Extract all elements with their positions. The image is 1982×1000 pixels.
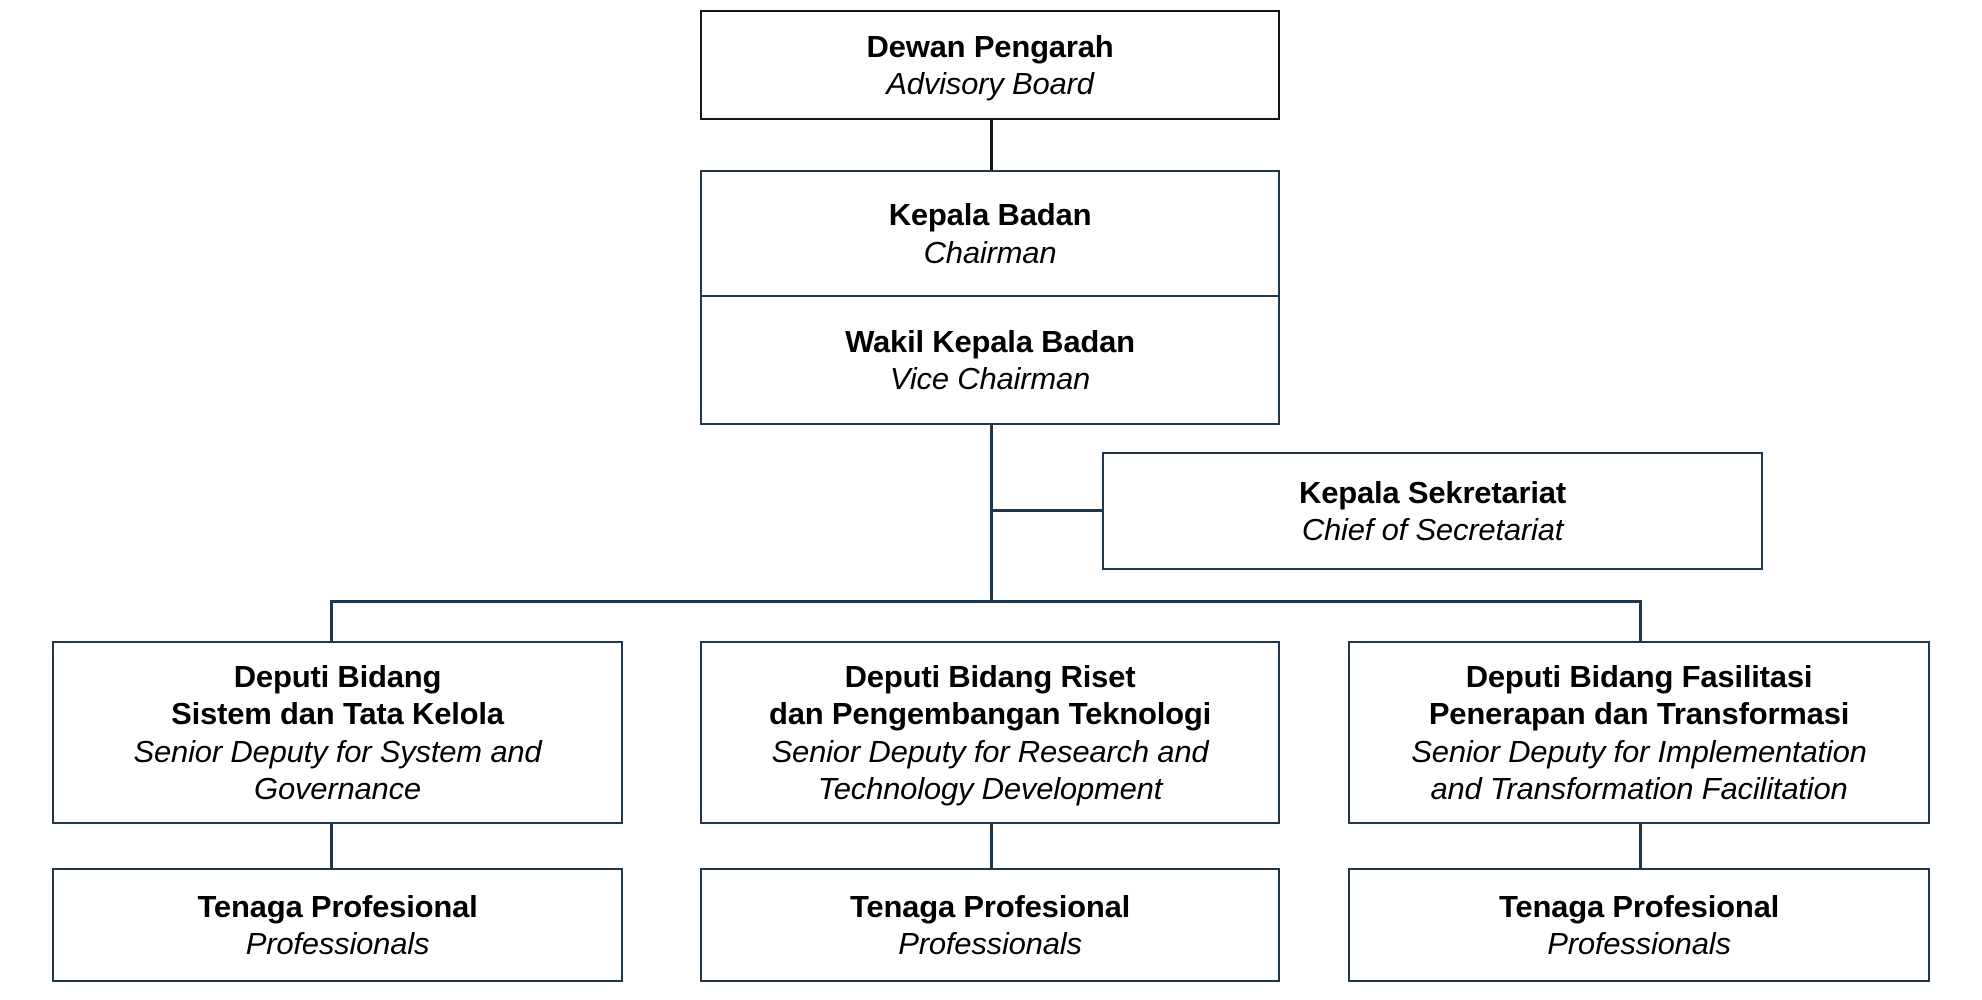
connector-deputy-2-to-professionals: [990, 823, 993, 869]
node-professionals-2[interactable]: Tenaga Profesional Professionals: [700, 868, 1280, 982]
node-deputy-3-title-en: Senior Deputy for Implementation and Tra…: [1411, 733, 1867, 806]
node-professionals-3-title-id: Tenaga Profesional: [1498, 888, 1780, 924]
node-vice-chairman[interactable]: Wakil Kepala Badan Vice Chairman: [700, 296, 1280, 425]
node-professionals-3[interactable]: Tenaga Profesional Professionals: [1348, 868, 1930, 982]
connector-deputy-bus: [330, 600, 1642, 603]
node-professionals-2-title-en: Professionals: [898, 926, 1082, 961]
node-chairman-title-en: Chairman: [923, 234, 1057, 270]
node-deputy-3-title-id: Deputi Bidang Fasilitasi Penerapan dan T…: [1428, 659, 1850, 732]
connector-advisory-to-chairman: [990, 118, 993, 172]
node-chairman[interactable]: Kepala Badan Chairman: [700, 170, 1280, 296]
connector-vice-chairman-trunk: [990, 423, 993, 603]
connector-deputy-1-to-professionals: [330, 823, 333, 869]
node-deputy-1-title-en: Senior Deputy for System and Governance: [133, 733, 542, 806]
node-deputy-2-title-id: Deputi Bidang Riset dan Pengembangan Tek…: [768, 659, 1212, 732]
node-professionals-1[interactable]: Tenaga Profesional Professionals: [52, 868, 623, 982]
node-deputy-1-title-id: Deputi Bidang Sistem dan Tata Kelola: [171, 659, 504, 732]
connector-bus-drop-deputy-1: [330, 600, 333, 642]
connector-deputy-3-to-professionals: [1639, 823, 1642, 869]
node-professionals-1-title-en: Professionals: [245, 926, 430, 961]
node-advisory-board-title-en: Advisory Board: [886, 66, 1094, 101]
node-deputy-implementation-and-transformation[interactable]: Deputi Bidang Fasilitasi Penerapan dan T…: [1348, 641, 1930, 824]
node-vice-chairman-title-id: Wakil Kepala Badan: [845, 323, 1135, 359]
node-chairman-title-id: Kepala Badan: [888, 197, 1092, 233]
node-professionals-2-title-id: Tenaga Profesional: [849, 888, 1131, 924]
node-secretariat[interactable]: Kepala Sekretariat Chief of Secretariat: [1102, 452, 1763, 570]
node-deputy-2-title-en: Senior Deputy for Research and Technolog…: [771, 733, 1209, 806]
node-deputy-system-and-governance[interactable]: Deputi Bidang Sistem dan Tata Kelola Sen…: [52, 641, 623, 824]
node-secretariat-title-en: Chief of Secretariat: [1301, 512, 1564, 547]
node-advisory-board[interactable]: Dewan Pengarah Advisory Board: [700, 10, 1280, 120]
node-vice-chairman-title-en: Vice Chairman: [889, 361, 1091, 396]
node-deputy-research-and-technology[interactable]: Deputi Bidang Riset dan Pengembangan Tek…: [700, 641, 1280, 824]
node-advisory-board-title-id: Dewan Pengarah: [866, 28, 1114, 64]
node-professionals-1-title-id: Tenaga Profesional: [197, 888, 478, 924]
node-professionals-3-title-en: Professionals: [1547, 926, 1731, 961]
connector-bus-drop-deputy-3: [1639, 600, 1642, 642]
node-secretariat-title-id: Kepala Sekretariat: [1299, 474, 1566, 510]
connector-trunk-to-secretariat: [990, 509, 1104, 512]
